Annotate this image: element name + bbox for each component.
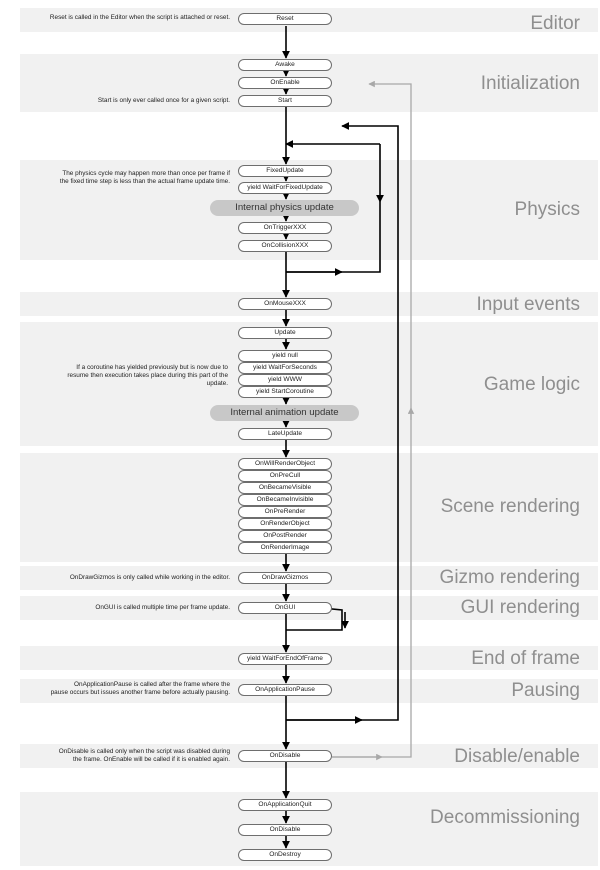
event-ondisable-final[interactable]: OnDisable: [238, 824, 332, 836]
note-line: The physics cycle may happen more than o…: [62, 170, 230, 177]
event-fixedupdate[interactable]: FixedUpdate: [238, 165, 332, 177]
section-title-end-of-frame: End of frame: [471, 648, 580, 669]
section-title-decommissioning: Decommissioning: [430, 807, 580, 828]
event-update[interactable]: Update: [238, 327, 332, 339]
note-line: update.: [206, 380, 228, 387]
event-oncollisionxxx[interactable]: OnCollisionXXX: [238, 240, 332, 252]
note-line: OnGUI is called multiple time per frame …: [95, 604, 230, 611]
section-title-physics: Physics: [514, 199, 580, 220]
section-title-initialization: Initialization: [480, 73, 580, 94]
section-title-pausing: Pausing: [511, 680, 580, 701]
process-internal-physics-update[interactable]: Internal physics update: [210, 200, 359, 216]
event-ondestroy[interactable]: OnDestroy: [238, 849, 332, 861]
section-title-editor: Editor: [530, 13, 580, 34]
note-line: Reset is called in the Editor when the s…: [49, 14, 230, 21]
event-onapplicationpause[interactable]: OnApplicationPause: [238, 684, 332, 696]
event-yield-waitforendofframe[interactable]: yield WaitForEndOfFrame: [238, 653, 332, 665]
section-title-disable-enable: Disable/enable: [454, 746, 580, 767]
note-line: OnDisable is called only when the script…: [58, 748, 230, 755]
note-line: OnApplicationPause is called after the f…: [74, 681, 230, 688]
event-lateupdate[interactable]: LateUpdate: [238, 428, 332, 440]
event-awake[interactable]: Awake: [238, 59, 332, 71]
note-gui: OnGUI is called multiple time per frame …: [22, 604, 230, 612]
note-line: OnDrawGizmos is only called while workin…: [69, 574, 230, 581]
event-onpostrender[interactable]: OnPostRender: [238, 530, 332, 542]
event-yield-null[interactable]: yield null: [238, 350, 332, 362]
note-gizmos: OnDrawGizmos is only called while workin…: [22, 574, 230, 582]
event-onprecull[interactable]: OnPreCull: [238, 470, 332, 482]
note-reset: Reset is called in the Editor when the s…: [22, 14, 230, 22]
event-onenable[interactable]: OnEnable: [238, 77, 332, 89]
note-coroutine: If a coroutine has yielded previously bu…: [22, 364, 228, 388]
event-start[interactable]: Start: [238, 95, 332, 107]
section-title-input-events: Input events: [476, 294, 580, 315]
event-onbecameinvisible[interactable]: OnBecameInvisible: [238, 494, 332, 506]
arrow-physics-loop-up: [286, 144, 384, 273]
event-ondrawgizmos[interactable]: OnDrawGizmos: [238, 572, 332, 584]
event-yield-waitforseconds[interactable]: yield WaitForSeconds: [238, 362, 332, 374]
note-disable: OnDisable is called only when the script…: [22, 748, 230, 764]
note-line: Start is only ever called once for a giv…: [97, 97, 230, 104]
event-ondisable[interactable]: OnDisable: [238, 750, 332, 762]
event-onapplicationquit[interactable]: OnApplicationQuit: [238, 799, 332, 811]
section-title-game-logic: Game logic: [483, 374, 580, 395]
event-onbecamevisible[interactable]: OnBecameVisible: [238, 482, 332, 494]
event-onrenderimage[interactable]: OnRenderImage: [238, 542, 332, 554]
section-title-gizmo-rendering: Gizmo rendering: [439, 567, 580, 588]
section-title-scene-rendering: Scene rendering: [440, 496, 580, 517]
event-ongui[interactable]: OnGUI: [238, 602, 332, 614]
event-onrenderobject[interactable]: OnRenderObject: [238, 518, 332, 530]
note-line: pause occurs but issues another frame be…: [50, 689, 230, 696]
event-onmousexxx[interactable]: OnMouseXXX: [238, 298, 332, 310]
event-onwillrenderobject[interactable]: OnWillRenderObject: [238, 458, 332, 470]
process-internal-animation-update[interactable]: Internal animation update: [210, 405, 359, 421]
note-physics: The physics cycle may happen more than o…: [22, 170, 230, 186]
arrow-gui-loop: [286, 604, 343, 631]
event-reset[interactable]: Reset: [238, 13, 332, 25]
note-line: resume then execution takes place during…: [67, 372, 228, 379]
event-yield-waitforfixedupdate[interactable]: yield WaitForFixedUpdate: [238, 182, 332, 194]
event-yield-startcoroutine[interactable]: yield StartCoroutine: [238, 386, 332, 398]
note-line: the fixed time step is less than the act…: [59, 178, 230, 185]
event-ontriggerxxx[interactable]: OnTriggerXXX: [238, 222, 332, 234]
section-title-gui-rendering: GUI rendering: [460, 597, 580, 618]
note-pause: OnApplicationPause is called after the f…: [22, 681, 230, 697]
event-yield-www[interactable]: yield WWW: [238, 374, 332, 386]
event-onprerender[interactable]: OnPreRender: [238, 506, 332, 518]
note-line: the frame. OnEnable will be called if it…: [72, 756, 230, 763]
note-start: Start is only ever called once for a giv…: [22, 97, 230, 105]
arrow-reenable: [332, 80, 412, 758]
note-line: If a coroutine has yielded previously bu…: [76, 364, 228, 371]
